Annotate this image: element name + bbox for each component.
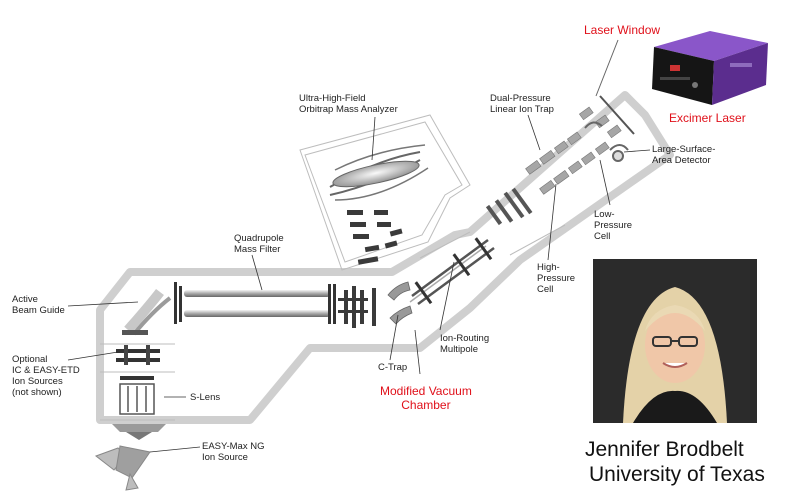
- label-high-pressure-cell: High- Pressure Cell: [537, 262, 576, 295]
- caption-affiliation: University of Texas: [589, 463, 765, 486]
- label-quadrupole: Quadrupole Mass Filter: [234, 233, 284, 255]
- laser-window-strip: [599, 95, 635, 135]
- label-modified-vacuum-chamber: Modified Vacuum Chamber: [380, 384, 472, 412]
- label-excimer-laser: Excimer Laser: [669, 111, 746, 125]
- label-s-lens: S-Lens: [190, 392, 221, 403]
- vacuum-chamber-outline: [96, 91, 674, 424]
- label-optional-ion-sources: Optional IC & EASY-ETD Ion Sources (not …: [12, 354, 80, 398]
- leader-lines: [67, 114, 651, 453]
- excimer-laser-image: [652, 31, 768, 105]
- ion-detectors: [584, 121, 629, 162]
- ion-routing-multipole: [409, 237, 495, 306]
- laser-window-leader: [595, 39, 619, 97]
- quadrupole-rods: [174, 282, 336, 324]
- label-c-trap: C-Trap: [378, 362, 408, 373]
- orbitrap-chamber: [304, 121, 463, 263]
- label-easy-max: EASY-Max NG Ion Source: [202, 441, 265, 463]
- label-active-beam-guide: Active Beam Guide: [12, 294, 65, 316]
- s-lens: [112, 345, 166, 440]
- transfer-optics: [347, 210, 403, 265]
- portrait-photo: [593, 259, 757, 423]
- caption-name: Jennifer Brodbelt: [585, 438, 744, 461]
- label-orbitrap: Ultra-High-Field Orbitrap Mass Analyzer: [299, 93, 398, 115]
- easy-max-source-shape: [94, 445, 151, 491]
- label-laser-window: Laser Window: [584, 23, 661, 37]
- lens-stack: [338, 286, 376, 328]
- orbitrap-analyzer: [329, 144, 429, 201]
- label-large-detector: Large-Surface- Area Detector: [652, 144, 716, 166]
- active-beam-guide: [122, 288, 172, 336]
- linear-ion-trap: [485, 187, 533, 226]
- trap-segments: [525, 106, 622, 195]
- label-linear-ion-trap: Dual-Pressure Linear Ion Trap: [490, 93, 554, 115]
- c-trap: [387, 281, 413, 325]
- label-low-pressure-cell: Low- Pressure Cell: [594, 209, 633, 242]
- label-ion-routing-multipole: Ion-Routing Multipole: [440, 333, 490, 355]
